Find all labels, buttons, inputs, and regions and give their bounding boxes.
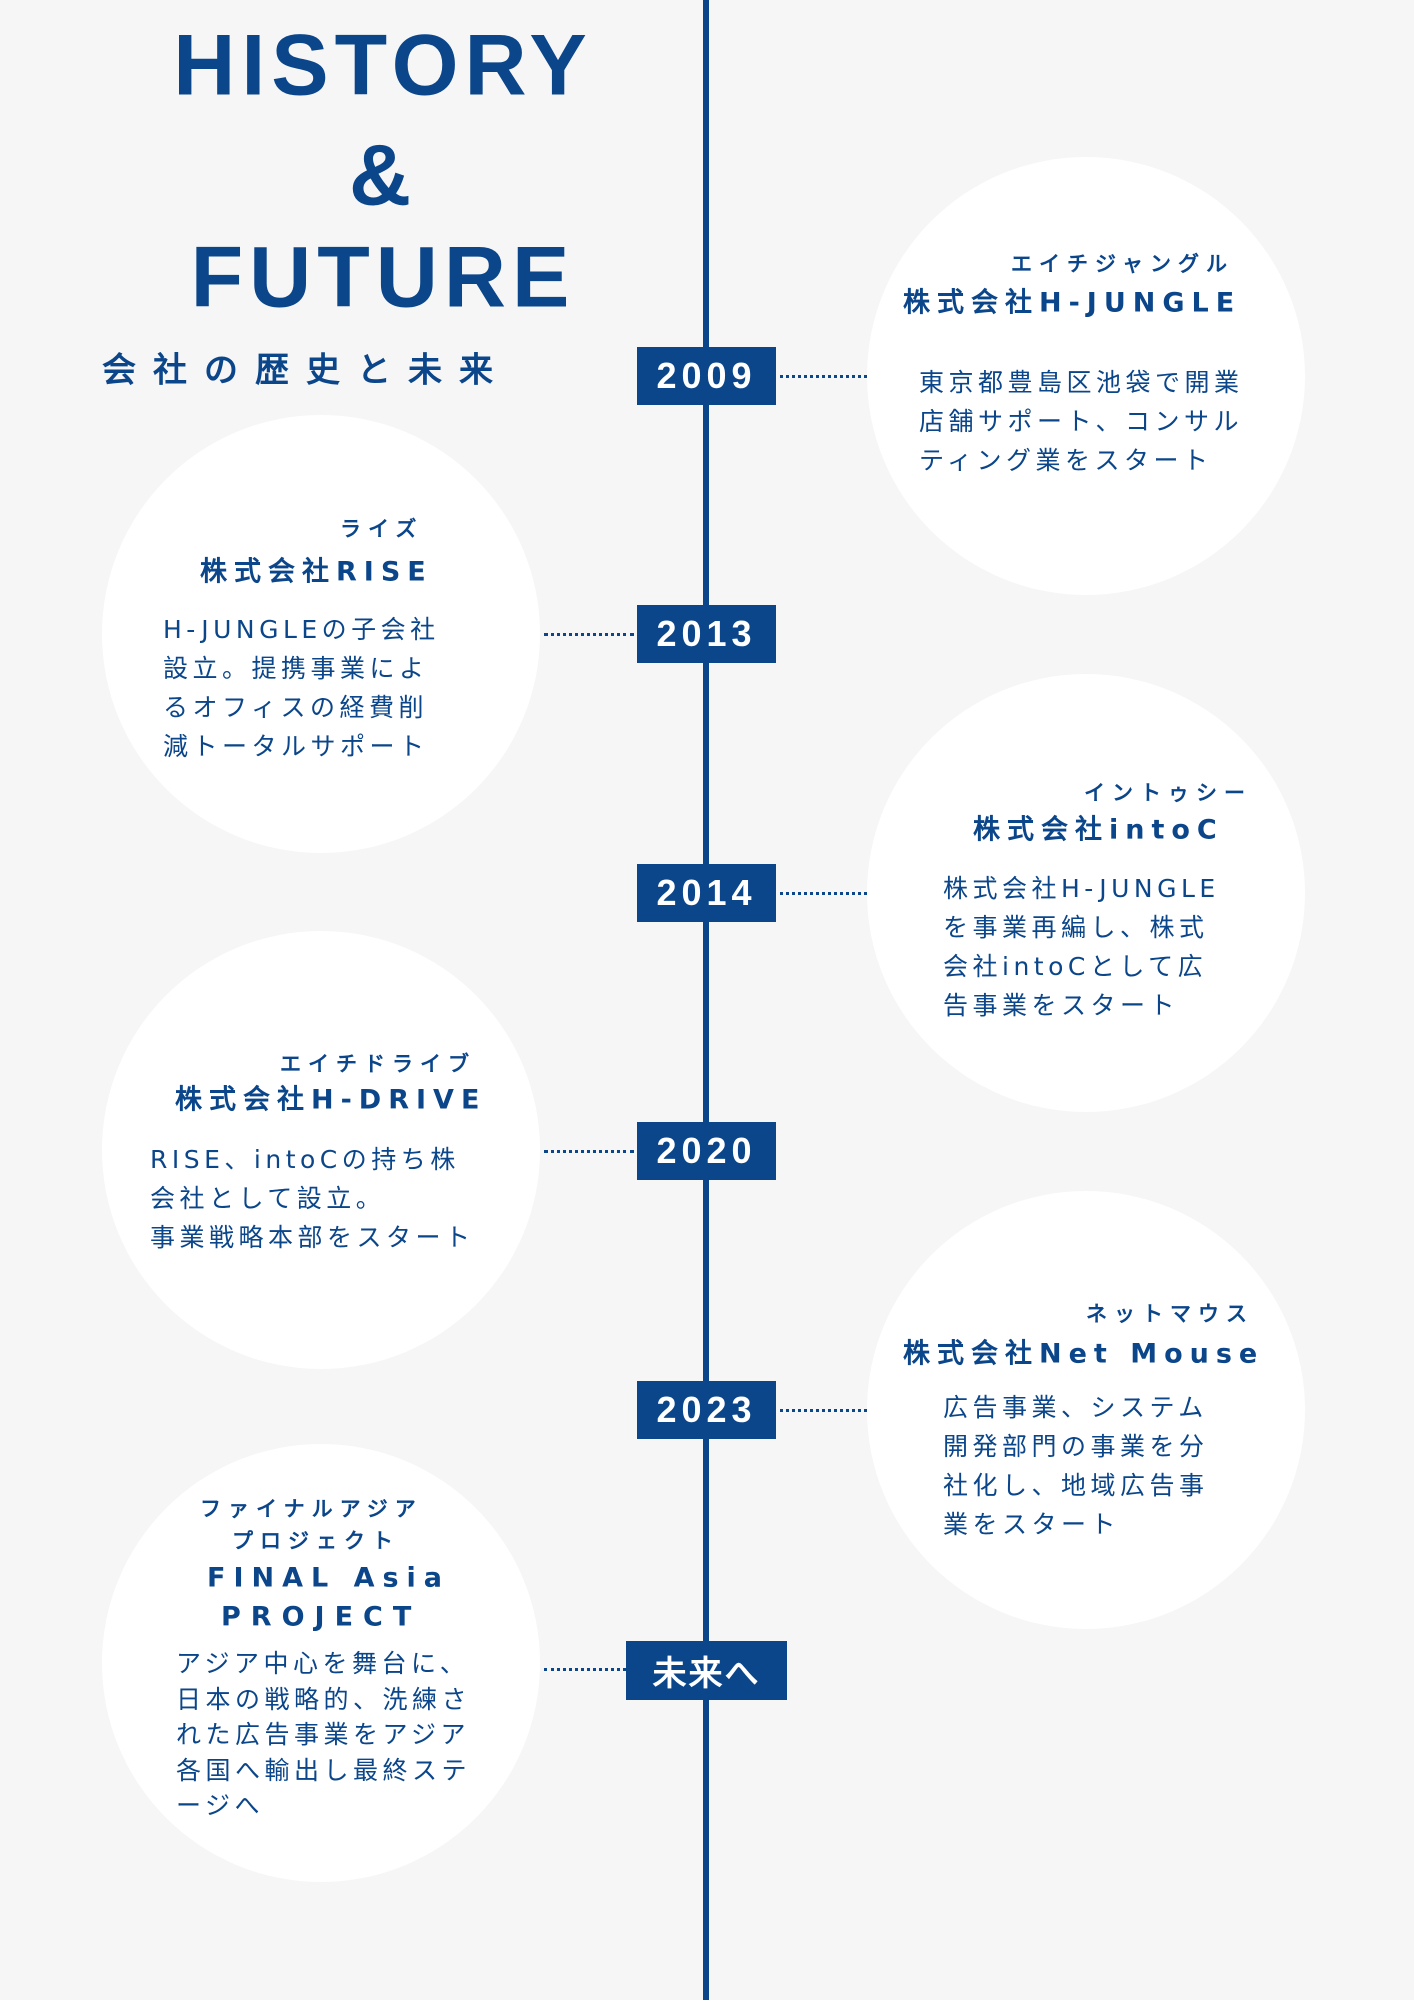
company-name-2020: 株式会社H-DRIVE xyxy=(175,1084,487,1116)
company-name-2023: 株式会社Net Mouse xyxy=(903,1338,1265,1370)
year-badge-2023: 2023 xyxy=(637,1381,776,1439)
timeline-line xyxy=(703,0,709,2000)
event-circle-2020 xyxy=(102,931,540,1369)
company-kana-2014: イントゥシー xyxy=(1084,781,1252,805)
company-desc-2014: 株式会社H-JUNGLE を事業再編し、株式 会社intoCとして広 告事業をス… xyxy=(943,874,1220,1020)
company-kana-2013: ライズ xyxy=(340,517,424,541)
company-kana-2009: エイチジャングル xyxy=(1011,252,1234,276)
connector-2013 xyxy=(544,633,634,636)
year-badge-2013: 2013 xyxy=(637,605,776,663)
event-circle-future xyxy=(102,1444,540,1882)
project-name-line1: FINAL Asia xyxy=(207,1562,451,1594)
event-circle-2013 xyxy=(102,415,540,853)
subtitle: 会社の歴史と未来 xyxy=(102,350,510,391)
event-circle-2009 xyxy=(867,157,1305,595)
title-history: HISTORY xyxy=(173,17,593,114)
company-desc-2020: RISE、intoCの持ち株 会社として設立。 事業戦略本部をスタート xyxy=(150,1145,475,1252)
connector-2020 xyxy=(544,1150,634,1153)
connector-2014 xyxy=(780,892,867,895)
year-badge-2009: 2009 xyxy=(637,347,776,405)
connector-2009 xyxy=(780,375,867,378)
year-badge-2020: 2020 xyxy=(637,1122,776,1180)
event-circle-2014 xyxy=(867,674,1305,1112)
year-badge-future: 未来へ xyxy=(626,1641,787,1700)
company-desc-2009: 東京都豊島区池袋で開業 店舗サポート、コンサル ティング業をスタート xyxy=(919,368,1244,475)
company-desc-2023: 広告事業、システム 開発部門の事業を分 社化し、地域広告事 業をスタート xyxy=(943,1393,1209,1539)
company-desc-2013: H-JUNGLEの子会社 設立。提携事業によ るオフィスの経費削 減トータルサポ… xyxy=(163,615,440,761)
connector-2023 xyxy=(780,1409,867,1412)
title-ampersand: & xyxy=(348,127,418,224)
company-name-2014: 株式会社intoC xyxy=(973,814,1224,846)
year-badge-2014: 2014 xyxy=(637,864,776,922)
company-kana-2020: エイチドライブ xyxy=(280,1052,476,1076)
company-kana-2023: ネットマウス xyxy=(1086,1302,1254,1326)
project-kana-line1: ファイナルアジア xyxy=(200,1497,423,1521)
project-name-line2: PROJECT xyxy=(221,1601,422,1633)
project-kana-line2: プロジェクト xyxy=(232,1529,400,1553)
title-future: FUTURE xyxy=(190,229,576,326)
project-desc: アジア中心を舞台に、 日本の戦略的、洗練さ れた広告事業をアジア 各国へ輸出し最… xyxy=(176,1649,472,1820)
company-name-2009: 株式会社H-JUNGLE xyxy=(903,287,1242,319)
event-circle-2023 xyxy=(867,1191,1305,1629)
company-name-2013: 株式会社RISE xyxy=(200,556,433,588)
connector-future xyxy=(544,1668,626,1671)
